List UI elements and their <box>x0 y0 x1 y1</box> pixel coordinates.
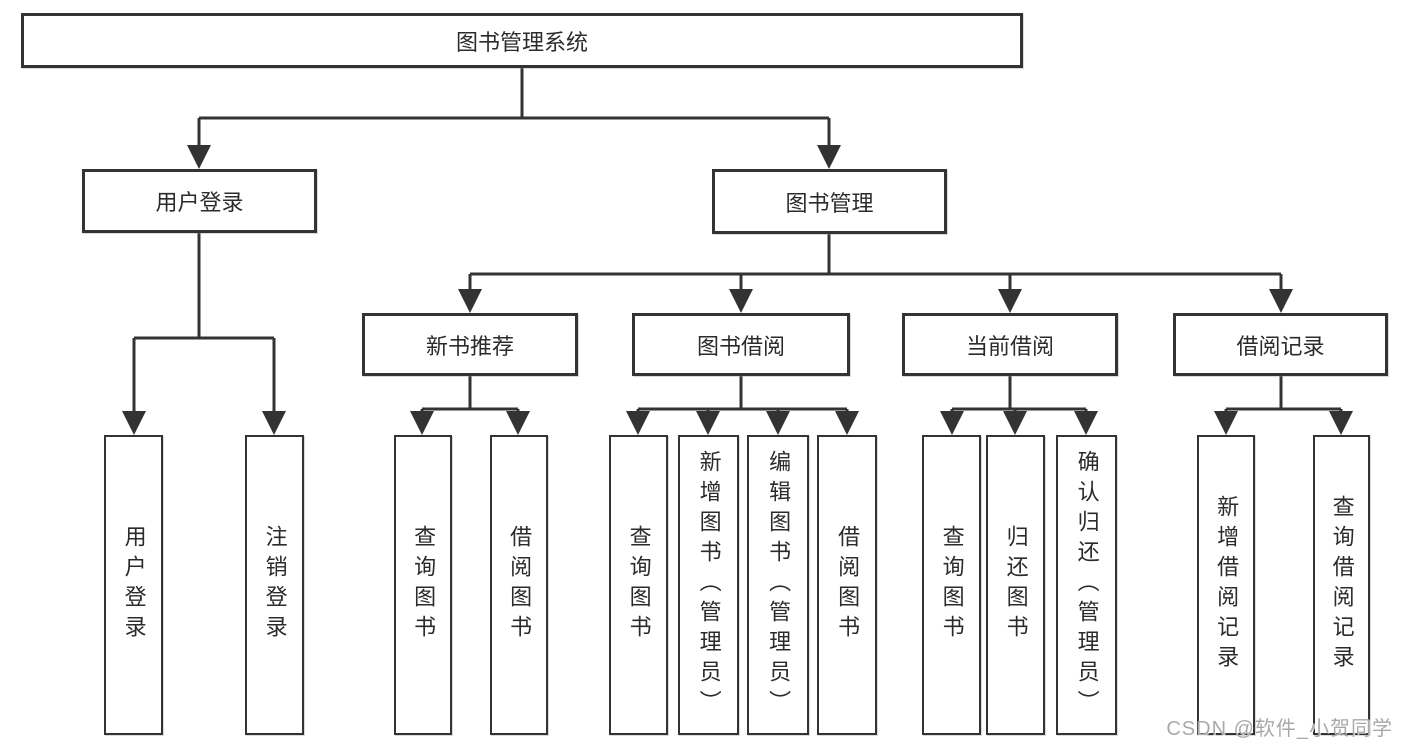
node-label: 查询图书 <box>411 525 437 645</box>
node-label: 用户登录 <box>155 190 244 215</box>
node-library-management-system: 图书管理系统 <box>21 13 1023 68</box>
node-current-borrowing: 当前借阅 <box>902 313 1118 376</box>
leaf-borrow-books-1: 借阅图书 <box>490 435 548 735</box>
node-label: 编辑图书（管理员） <box>766 450 792 720</box>
leaf-borrow-books-2: 借阅图书 <box>817 435 877 735</box>
arrowheads <box>122 145 1353 435</box>
node-label: 借阅图书 <box>507 525 533 645</box>
node-user-login: 用户登录 <box>82 169 317 233</box>
node-label: 新增图书（管理员） <box>696 450 722 720</box>
leaf-query-borrow-record: 查询借阅记录 <box>1313 435 1370 735</box>
leaf-user-login: 用户登录 <box>104 435 163 735</box>
node-label: 确认归还（管理员） <box>1074 450 1100 720</box>
node-label: 查询图书 <box>939 525 965 645</box>
leaf-add-books-admin: 新增图书（管理员） <box>678 435 739 735</box>
leaf-confirm-return-admin: 确认归还（管理员） <box>1056 435 1117 735</box>
leaf-query-books-2: 查询图书 <box>609 435 668 735</box>
node-label: 借阅图书 <box>835 525 861 645</box>
node-label: 当前借阅 <box>965 333 1054 359</box>
node-label: 图书管理 <box>785 190 874 216</box>
leaf-logout: 注销登录 <box>245 435 304 735</box>
node-label: 查询图书 <box>626 525 652 645</box>
node-label: 借阅记录 <box>1236 333 1325 359</box>
node-borrow-records: 借阅记录 <box>1173 313 1388 376</box>
node-label: 图书管理系统 <box>455 29 588 55</box>
node-label: 用户登录 <box>121 525 147 645</box>
leaf-edit-books-admin: 编辑图书（管理员） <box>747 435 809 735</box>
leaf-return-books: 归还图书 <box>986 435 1045 735</box>
leaf-query-books-3: 查询图书 <box>922 435 981 735</box>
node-label: 查询借阅记录 <box>1329 495 1355 675</box>
csdn-watermark: CSDN @软件_小贺同学 <box>1166 718 1393 740</box>
node-label: 新书推荐 <box>425 333 514 359</box>
node-label: 归还图书 <box>1003 525 1029 645</box>
node-book-management: 图书管理 <box>712 169 947 234</box>
leaf-add-borrow-record: 新增借阅记录 <box>1197 435 1255 735</box>
node-book-borrowing: 图书借阅 <box>632 313 850 376</box>
node-label: 新增借阅记录 <box>1214 495 1240 675</box>
leaf-query-books-1: 查询图书 <box>394 435 452 735</box>
node-new-book-recommendation: 新书推荐 <box>362 313 578 376</box>
node-label: 图书借阅 <box>696 333 785 359</box>
node-label: 注销登录 <box>262 525 288 645</box>
